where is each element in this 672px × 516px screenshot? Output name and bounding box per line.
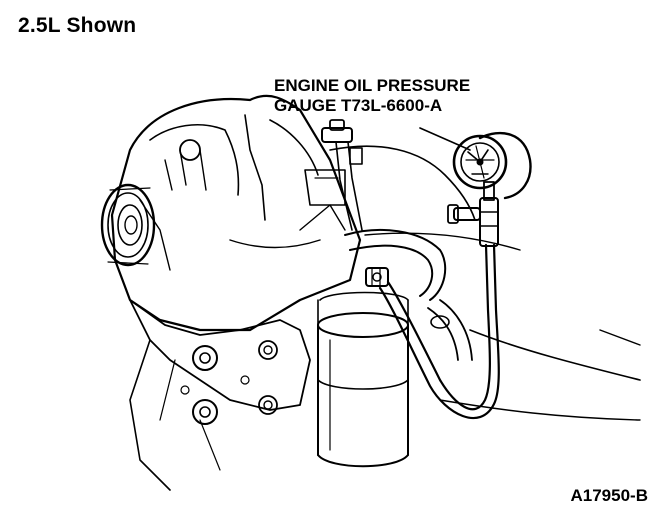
gauge-hose [380, 245, 499, 418]
cover-bolts [181, 341, 277, 424]
callout-leader-line [420, 128, 470, 150]
oil-filter [318, 293, 408, 467]
sending-unit [322, 120, 362, 230]
oil-pressure-port [366, 268, 388, 286]
diagram-title: 2.5L Shown [18, 14, 137, 37]
engine-oil-pressure-gauge [454, 133, 530, 198]
gauge-callout-line-2: GAUGE T73L-6600-A [274, 96, 443, 115]
gauge-callout: ENGINE OIL PRESSURE GAUGE T73L-6600-A [274, 76, 470, 116]
figure-code: A17950-B [570, 486, 649, 505]
front-cover [130, 300, 310, 490]
engine-block-outline [112, 96, 640, 420]
crankshaft-pulley [102, 185, 154, 265]
engine-hose [345, 230, 472, 360]
gauge-fitting [448, 182, 498, 246]
gauge-callout-line-1: ENGINE OIL PRESSURE [274, 76, 471, 95]
